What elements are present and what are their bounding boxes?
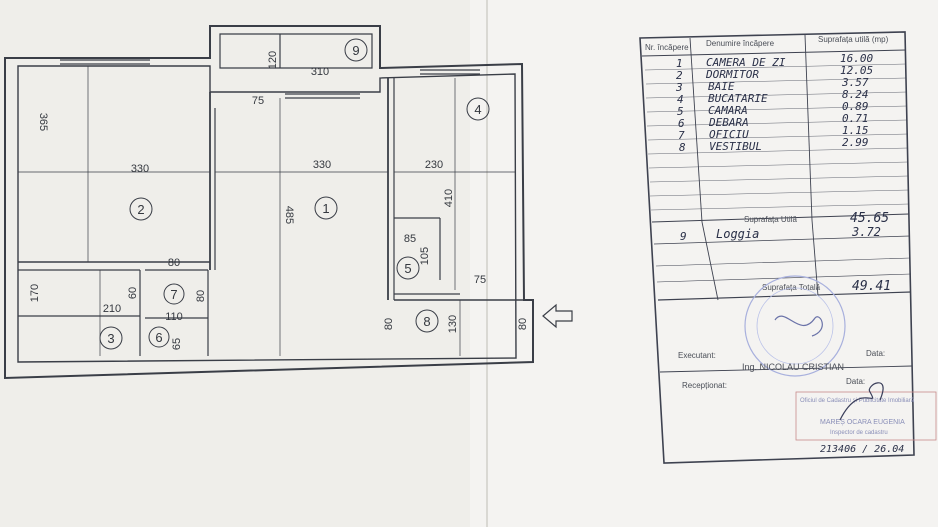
dimension-label: 85 bbox=[404, 233, 416, 245]
row-nr: 3 bbox=[675, 81, 683, 94]
dimension-label: 130 bbox=[447, 315, 459, 333]
row-area: 8.24 bbox=[842, 88, 869, 101]
room-9-marker bbox=[344, 38, 368, 62]
room-3-marker bbox=[99, 326, 123, 350]
dimension-label: 60 bbox=[127, 287, 139, 299]
room-number: 7 bbox=[170, 287, 177, 302]
dimension-label: 330 bbox=[313, 159, 331, 171]
dimension-label: 75 bbox=[474, 274, 486, 286]
stamp-line: Inspector de cadastru bbox=[830, 430, 888, 436]
dimension-label: 80 bbox=[517, 318, 529, 330]
room-number: 5 bbox=[404, 261, 411, 276]
room-number: 4 bbox=[474, 102, 481, 117]
date-label: Data: bbox=[866, 349, 885, 358]
dimension-label: 110 bbox=[165, 311, 183, 323]
room-number: 2 bbox=[137, 202, 144, 217]
row-name: DORMITOR bbox=[705, 68, 759, 81]
row-nr: 6 bbox=[678, 117, 685, 130]
dimension-label: 410 bbox=[443, 189, 455, 207]
paper-left bbox=[0, 0, 500, 527]
total-area-value: 49.41 bbox=[852, 279, 891, 294]
row-nr: 7 bbox=[678, 129, 685, 142]
registration-ref: 213406 / 26.04 bbox=[820, 444, 904, 455]
dimension-label: 80 bbox=[195, 290, 207, 302]
room-4-marker bbox=[466, 97, 490, 121]
room-7-marker bbox=[163, 283, 185, 305]
row-area: 2.99 bbox=[842, 136, 869, 149]
row-nr: 1 bbox=[676, 57, 683, 70]
total-area-label: Suprafața Totală bbox=[762, 283, 821, 292]
dimension-label: 170 bbox=[29, 284, 41, 302]
dimension-label: 120 bbox=[267, 51, 279, 69]
round-stamp bbox=[744, 275, 846, 377]
executant-label: Executant: bbox=[678, 351, 716, 360]
room-8-marker bbox=[415, 309, 439, 333]
row-area: 16.00 bbox=[840, 52, 873, 65]
row-area: 3.57 bbox=[841, 76, 869, 89]
room-5-marker bbox=[396, 256, 420, 280]
room-2-marker bbox=[129, 197, 153, 221]
dimension-label: 80 bbox=[383, 318, 395, 330]
header-nr: Nr. încăpere bbox=[645, 43, 689, 52]
row-name: BAIE bbox=[708, 80, 735, 93]
row-area: 0.89 bbox=[842, 100, 869, 113]
dimension-label: 105 bbox=[419, 247, 431, 265]
rectangular-stamp: Oficiul de Cadastru și Publicitate Imobi… bbox=[795, 391, 937, 441]
signature bbox=[839, 382, 884, 421]
useful-area-label: Suprafața Utilă bbox=[744, 215, 797, 224]
area-table bbox=[639, 31, 915, 464]
row-area: 1.15 bbox=[842, 124, 869, 137]
room-number: 3 bbox=[107, 331, 114, 346]
dimension-label: 485 bbox=[283, 206, 295, 224]
room-1-marker bbox=[314, 196, 338, 220]
room-number: 6 bbox=[155, 330, 162, 345]
room-6-marker bbox=[148, 326, 170, 348]
row-name: BUCATARIE bbox=[708, 92, 768, 105]
date-label: Data: bbox=[846, 377, 865, 386]
loggia-name: Loggia bbox=[716, 227, 759, 241]
room-number: 8 bbox=[423, 314, 430, 329]
row-nr: 2 bbox=[676, 69, 683, 82]
stamp-line: Oficiul de Cadastru și Publicitate Imobi… bbox=[800, 398, 915, 404]
header-name: Denumire încăpere bbox=[706, 39, 775, 48]
dimension-label: 310 bbox=[311, 66, 329, 78]
dimension-label: 365 bbox=[37, 113, 49, 131]
row-name: CAMARA bbox=[708, 104, 748, 117]
arrow-left-outline-icon bbox=[542, 303, 573, 329]
loggia-area: 3.72 bbox=[851, 225, 881, 239]
header-area: Suprafața utilă (mp) bbox=[818, 35, 889, 44]
dimension-label: 230 bbox=[425, 159, 443, 171]
row-nr: 8 bbox=[679, 141, 686, 154]
row-name: VESTIBUL bbox=[709, 140, 762, 153]
useful-area-value: 45.65 bbox=[850, 211, 889, 226]
dimension-label: 75 bbox=[252, 95, 264, 107]
received-label: Recepționat: bbox=[682, 381, 727, 390]
dimension-label: 80 bbox=[168, 257, 180, 269]
engineer-name: Ing. NICOLAU CRISTIAN bbox=[742, 362, 844, 372]
row-name: OFICIU bbox=[709, 128, 749, 141]
paper-fold bbox=[486, 0, 488, 527]
dimension-label: 65 bbox=[171, 338, 183, 350]
row-name: DEBARA bbox=[708, 116, 749, 129]
row-area: 0.71 bbox=[842, 112, 869, 125]
row-nr: 4 bbox=[677, 93, 684, 106]
row-area: 12.05 bbox=[840, 64, 873, 77]
loggia-nr: 9 bbox=[680, 230, 687, 243]
row-nr: 5 bbox=[677, 105, 684, 118]
paper-right bbox=[470, 0, 938, 527]
row-name: CAMERA DE ZI bbox=[706, 56, 786, 69]
dimension-label: 210 bbox=[103, 303, 121, 315]
room-number: 9 bbox=[352, 43, 359, 58]
stamp-line: MAREȘ OCARA EUGENIA bbox=[820, 419, 905, 426]
floor-plan bbox=[4, 25, 534, 380]
room-number: 1 bbox=[322, 201, 329, 216]
dimension-label: 330 bbox=[131, 163, 149, 175]
